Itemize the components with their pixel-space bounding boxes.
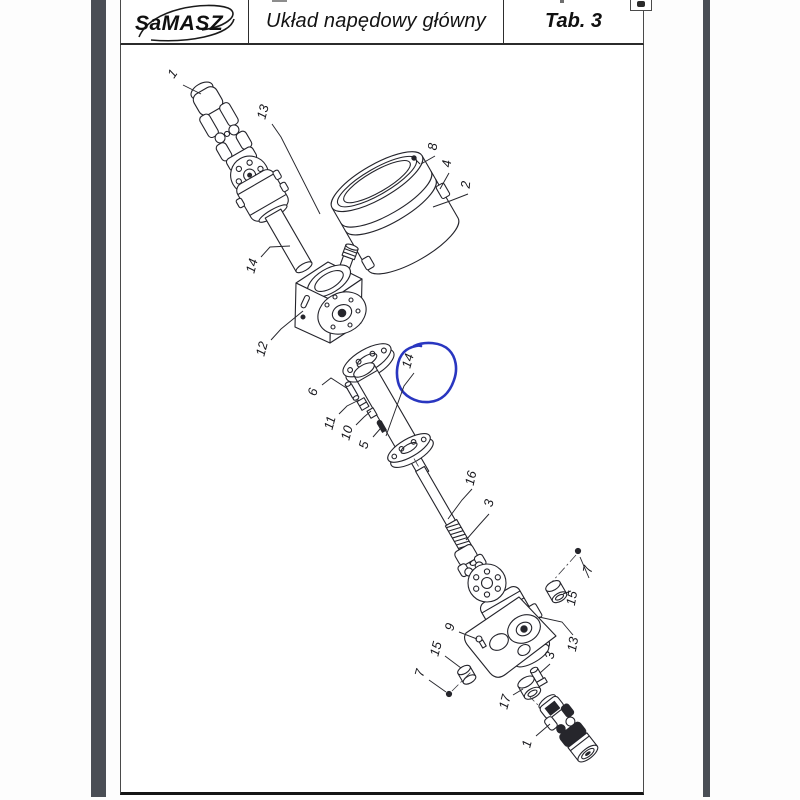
gearbox-center (294, 243, 367, 344)
part-callout-7: 7 (580, 564, 596, 574)
callout-leader-10 (355, 410, 372, 426)
part-callout-6: 6 (304, 386, 321, 398)
part-callout-9: 9 (441, 621, 457, 632)
part-callout-5: 5 (355, 439, 372, 451)
part-callout-10: 10 (338, 423, 356, 442)
part-callout-3: 3 (481, 497, 497, 508)
plug-15-right (545, 580, 568, 604)
logo-swoosh-bottom (150, 18, 235, 42)
corner-glyph-fragment (637, 1, 645, 7)
bolt-3-bottom (529, 666, 548, 689)
callout-leader-14 (260, 245, 291, 258)
callout-leader-17 (512, 688, 524, 696)
part-callout-13: 13 (254, 102, 272, 121)
callout-leader-7 (428, 679, 447, 693)
cutoff-text-remnant (560, 0, 564, 3)
page-edge-right (703, 0, 710, 797)
brand-logo-cell: SaMASZ (121, 0, 249, 43)
part-callout-1: 1 (164, 66, 180, 81)
callout-leader-16 (447, 488, 473, 520)
sheet-header: SaMASZ Układ napędowy główny Tab. 3 (120, 0, 644, 45)
splined-shaft (413, 458, 493, 595)
callout-leader-7 (579, 556, 590, 579)
callout-leader-1 (535, 723, 551, 737)
grease-nipple-9 (475, 635, 487, 649)
callout-leader-13 (271, 123, 321, 215)
part-callout-4: 4 (439, 159, 455, 168)
brand-logo-text: SaMASZ (135, 12, 224, 35)
screw-7-right (550, 547, 582, 584)
part-callout-13: 13 (564, 635, 581, 653)
brand-logo: SaMASZ (135, 4, 235, 42)
clutch-drum (330, 151, 460, 275)
nut-10 (366, 407, 378, 419)
plug-15-left (457, 664, 477, 685)
callout-leader-2 (432, 193, 469, 208)
callout-leader-9 (458, 631, 478, 640)
callout-leader-5 (372, 425, 385, 438)
stud-6 (344, 381, 360, 401)
pto-joint-bottom (538, 694, 599, 763)
part-callout-2: 2 (458, 180, 474, 190)
callout-leader-11 (338, 399, 360, 415)
callout-leader-15 (444, 655, 462, 669)
callout-leader-13 (538, 616, 574, 636)
callout-leader-15 (562, 590, 572, 595)
part-callout-12: 12 (253, 339, 271, 358)
annotation-circle (395, 341, 458, 404)
part-callout-11: 11 (321, 414, 339, 431)
callout-leader-12 (270, 310, 304, 341)
part-callout-14: 14 (399, 352, 417, 370)
gearbox-lower (454, 544, 557, 678)
part-callout-16: 16 (462, 469, 480, 487)
callout-leader-8 (420, 155, 436, 165)
page-edge-left (91, 0, 106, 797)
tab-cell: Tab. 3 (504, 0, 643, 43)
callout-leader-3 (539, 663, 551, 674)
callout-leader-3 (465, 513, 490, 541)
part-callout-14: 14 (243, 257, 261, 275)
drive-tube (353, 362, 434, 478)
cutoff-text-remnant (272, 0, 287, 2)
screw-8 (411, 155, 421, 165)
fitting-11 (356, 397, 370, 411)
screw-7-left (445, 671, 472, 698)
callout-leader-6 (321, 377, 349, 390)
title-cell: Układ napędowy główny (249, 0, 504, 43)
part-callout-15: 15 (427, 639, 445, 658)
callout-leader-4 (439, 172, 450, 190)
pto-shaft-top (190, 81, 313, 274)
part-callout-1: 1 (518, 738, 534, 749)
part-callout-17: 17 (496, 692, 514, 711)
callout-leader-1 (182, 84, 202, 95)
part-callout-8: 8 (425, 142, 441, 151)
page-corner-fragment (630, 0, 652, 11)
logo-swoosh-top (137, 4, 234, 38)
callout-leader-14 (385, 372, 415, 437)
part-callout-7: 7 (411, 667, 428, 679)
tab-number: Tab. 3 (544, 10, 603, 32)
part-callout-15: 15 (563, 589, 580, 607)
spacer-17 (517, 675, 542, 700)
part-callout-3: 3 (542, 650, 558, 660)
page-title: Układ napędowy główny (266, 10, 486, 32)
